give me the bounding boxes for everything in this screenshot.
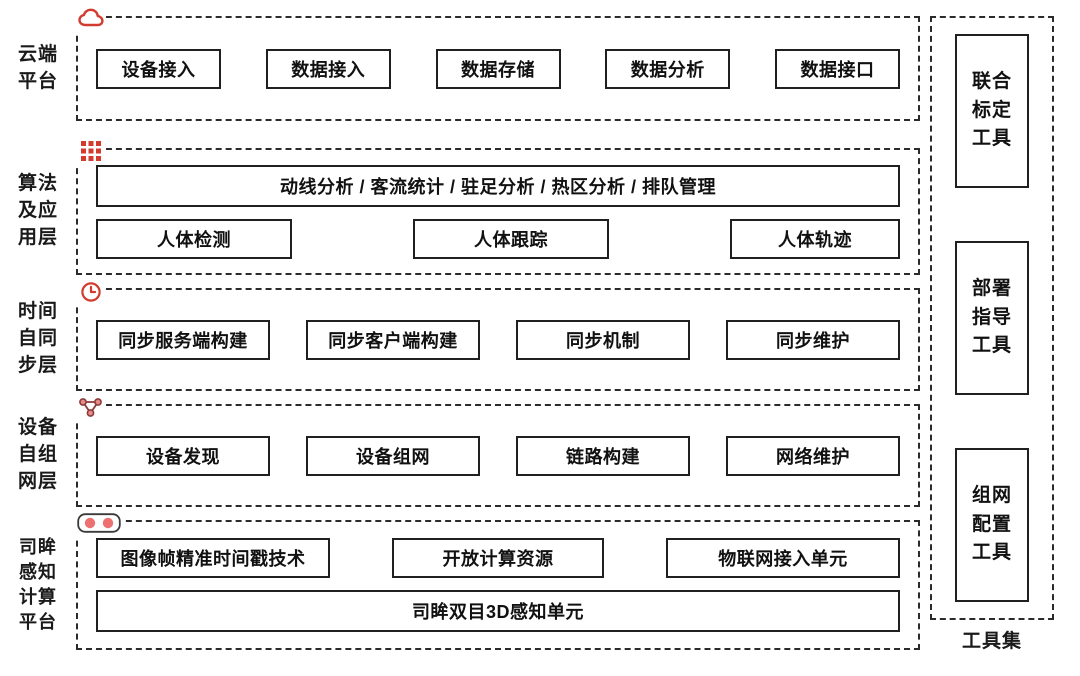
tools-panel-caption: 工具集 <box>961 631 1022 652</box>
chip-sync-server-build[interactable]: 同步服务端构建 <box>96 319 270 360</box>
chip-data-analysis[interactable]: 数据分析 <box>605 48 731 89</box>
tool-label-line: 工具 <box>971 128 1012 150</box>
chip-human-trajectory[interactable]: 人体轨迹 <box>730 218 900 259</box>
layer-label-perception-compute: 司眸 感知 计算 平台 <box>0 520 76 650</box>
layer-perception-compute: 司眸 感知 计算 平台 图像帧精准时间戳技术 开放计算资源 物联网接入单元 司眸… <box>0 509 920 650</box>
chip-open-compute-resource[interactable]: 开放计算资源 <box>392 538 604 578</box>
layer-label-line: 网层 <box>17 470 58 492</box>
row-sync-modules: 同步服务端构建 同步客户端构建 同步机制 同步维护 <box>96 319 900 360</box>
layer-label-line: 平台 <box>17 70 58 92</box>
layer-label-device-mesh: 设备 自组 网层 <box>0 404 76 507</box>
tool-network-config[interactable]: 组网 配置 工具 <box>955 448 1029 602</box>
tool-label-line: 指导 <box>971 306 1012 328</box>
layer-label-line: 用层 <box>17 226 58 248</box>
chip-human-tracking[interactable]: 人体跟踪 <box>413 218 609 259</box>
tool-label-line: 组网 <box>971 485 1012 507</box>
chip-device-discovery[interactable]: 设备发现 <box>96 435 270 476</box>
row-perception-unit: 司眸双目3D感知单元 <box>96 590 900 632</box>
tools-panel: 联合 标定 工具 部署 指导 工具 组网 配置 工具 <box>930 16 1054 620</box>
chip-application-suite[interactable]: 动线分析 / 客流统计 / 驻足分析 / 热区分析 / 排队管理 <box>96 164 900 207</box>
layer-container-perception-compute: 图像帧精准时间戳技术 开放计算资源 物联网接入单元 司眸双目3D感知单元 <box>76 509 920 650</box>
layer-label-line: 自同 <box>17 328 58 350</box>
stereo-camera-icon <box>76 509 122 537</box>
chip-iot-access-unit[interactable]: 物联网接入单元 <box>666 538 900 578</box>
tool-label-line: 联合 <box>971 71 1012 93</box>
layer-label-line: 设备 <box>17 417 58 439</box>
layer-label-line: 平台 <box>19 611 57 632</box>
layer-label-algorithm-application: 算法 及应 用层 <box>0 148 76 275</box>
chip-sync-client-build[interactable]: 同步客户端构建 <box>306 319 480 360</box>
chip-network-maintenance[interactable]: 网络维护 <box>726 435 900 476</box>
layer-label-line: 时间 <box>17 301 58 323</box>
tool-deployment-guide[interactable]: 部署 指导 工具 <box>955 241 1029 395</box>
tool-label-line: 工具 <box>971 335 1012 357</box>
layer-container-algorithm-application: 动线分析 / 客流统计 / 驻足分析 / 热区分析 / 排队管理 人体检测 人体… <box>76 137 920 275</box>
layer-label-line: 感知 <box>19 562 57 583</box>
layer-label-line: 云端 <box>17 43 58 65</box>
grid-dots-icon <box>76 137 106 165</box>
tool-label-line: 工具 <box>971 542 1012 564</box>
network-mesh-icon <box>76 394 106 422</box>
layer-container-cloud-platform: 设备接入 数据接入 数据存储 数据分析 数据接口 <box>76 4 920 121</box>
layer-label-time-sync: 时间 自同 步层 <box>0 288 76 391</box>
clock-icon <box>76 278 106 306</box>
chip-link-build[interactable]: 链路构建 <box>516 435 690 476</box>
chip-data-storage[interactable]: 数据存储 <box>435 48 561 89</box>
layer-label-line: 自组 <box>17 444 58 466</box>
chip-data-ingest[interactable]: 数据接入 <box>265 48 391 89</box>
layer-label-line: 算法 <box>17 173 58 195</box>
chip-device-access[interactable]: 设备接入 <box>96 48 221 89</box>
layer-label-line: 及应 <box>17 200 58 222</box>
chip-data-api[interactable]: 数据接口 <box>775 48 900 89</box>
layer-algorithm-application: 算法 及应 用层 动线分析 / 客流统计 / 驻足分析 / 热区 <box>0 137 920 275</box>
tool-label-line: 标定 <box>971 99 1012 121</box>
cloud-icon <box>76 4 106 32</box>
row-mesh-modules: 设备发现 设备组网 链路构建 网络维护 <box>96 435 900 476</box>
layer-time-sync: 时间 自同 步层 同步服务端构建 同步客户端构建 同步机制 同步维护 <box>0 278 920 391</box>
layer-container-device-mesh: 设备发现 设备组网 链路构建 网络维护 <box>76 394 920 507</box>
chip-sync-mechanism[interactable]: 同步机制 <box>516 319 690 360</box>
layer-label-line: 计算 <box>19 587 57 607</box>
row-algorithms: 人体检测 人体跟踪 人体轨迹 <box>96 218 900 259</box>
tool-label-line: 配置 <box>971 513 1012 535</box>
layer-label-cloud-platform: 云端 平台 <box>0 16 76 121</box>
layer-device-mesh: 设备 自组 网层 设备发现 设备组网 链路构建 网络维护 <box>0 394 920 507</box>
layer-label-line: 司眸 <box>19 537 57 558</box>
chip-human-detection[interactable]: 人体检测 <box>96 218 292 259</box>
layer-container-time-sync: 同步服务端构建 同步客户端构建 同步机制 同步维护 <box>76 278 920 391</box>
chip-sync-maintenance[interactable]: 同步维护 <box>726 319 900 360</box>
row-perception-modules: 图像帧精准时间戳技术 开放计算资源 物联网接入单元 <box>96 538 900 578</box>
layer-label-line: 步层 <box>17 354 58 376</box>
chip-stereo-3d-perception-unit[interactable]: 司眸双目3D感知单元 <box>96 590 900 632</box>
tool-joint-calibration[interactable]: 联合 标定 工具 <box>955 34 1029 188</box>
row-applications: 动线分析 / 客流统计 / 驻足分析 / 热区分析 / 排队管理 <box>96 164 900 207</box>
chip-device-networking[interactable]: 设备组网 <box>306 435 480 476</box>
chip-frame-timestamp-tech[interactable]: 图像帧精准时间戳技术 <box>96 538 330 578</box>
layer-cloud-platform: 云端 平台 设备接入 数据接入 数据存储 数据分析 数据接口 <box>0 4 920 121</box>
tool-label-line: 部署 <box>971 278 1012 300</box>
row-cloud-services: 设备接入 数据接入 数据存储 数据分析 数据接口 <box>96 48 900 89</box>
